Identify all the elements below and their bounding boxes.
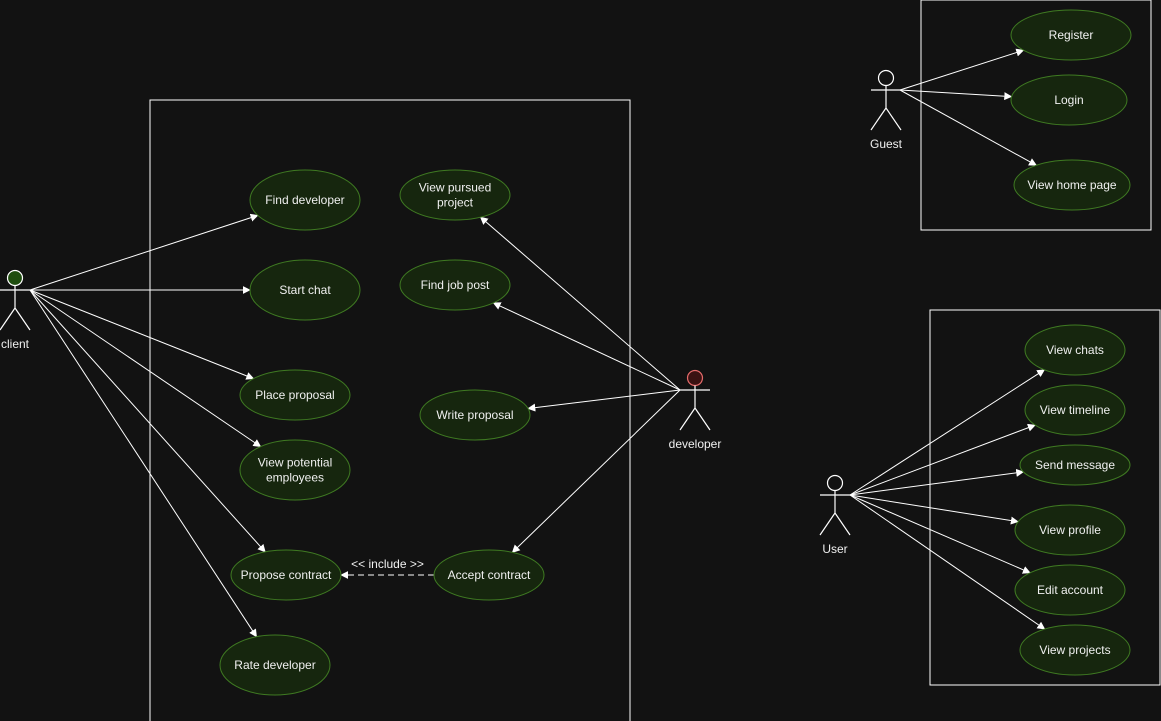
use-case-ellipse: [419, 389, 531, 441]
actor-head: [6, 269, 24, 287]
use-case-ellipse: [1024, 384, 1126, 436]
association-guest-to-register: [899, 48, 1025, 91]
association-user-to-view-chats: [849, 369, 1046, 496]
use-case-ellipse: [219, 634, 331, 696]
system-boundary-user: [929, 309, 1161, 686]
use-case-ellipse: [1024, 324, 1126, 376]
system-boundary-main: [149, 99, 631, 721]
actor-guest[interactable]: Guest: [870, 69, 903, 152]
use-case-label: Login: [1054, 93, 1083, 107]
use-case-ellipse: [399, 259, 511, 311]
association-user-to-edit-account: [849, 494, 1031, 574]
use-case-ellipse: [399, 169, 511, 221]
actor-body: [819, 490, 851, 536]
use-case-ellipse: [1013, 159, 1131, 211]
use-case-label: Write proposal: [436, 408, 513, 422]
use-case-label: View profile: [1039, 523, 1101, 537]
use-case-send-message[interactable]: Send message: [1019, 444, 1131, 486]
use-case-view-profile[interactable]: View profile: [1014, 504, 1126, 556]
use-case-view-home-page[interactable]: View home page: [1013, 159, 1131, 211]
association-user-to-send-message: [849, 468, 1025, 496]
use-case-ellipse: [1019, 444, 1131, 486]
use-case-label: View chats: [1046, 343, 1104, 357]
use-case-start-chat[interactable]: Start chat: [249, 259, 361, 321]
actor-label: Guest: [870, 137, 903, 151]
association-user-to-view-profile: [849, 494, 1019, 525]
use-case-ellipse: [1010, 9, 1132, 61]
use-case-label: Place proposal: [255, 388, 334, 402]
actor-body: [870, 85, 902, 131]
use-case-login[interactable]: Login: [1010, 74, 1128, 126]
use-case-label: View potential: [258, 456, 333, 470]
use-case-write-proposal[interactable]: Write proposal: [419, 389, 531, 441]
use-case-propose-contract[interactable]: Propose contract: [230, 549, 342, 601]
use-case-label: Rate developer: [234, 658, 315, 672]
actor-label: developer: [669, 437, 722, 451]
use-case-edit-account[interactable]: Edit account: [1014, 564, 1126, 616]
use-case-label: Register: [1049, 28, 1094, 42]
use-case-register[interactable]: Register: [1010, 9, 1132, 61]
actor-head: [826, 474, 844, 492]
relation-label-background: [349, 557, 426, 571]
use-case-find-developer[interactable]: Find developer: [249, 169, 361, 231]
association-client-to-place-proposal: [29, 289, 255, 380]
actor-body: [0, 285, 31, 331]
actor-user[interactable]: User: [819, 474, 851, 557]
actor-head: [877, 69, 895, 87]
use-case-label: project: [437, 196, 474, 210]
actor-client[interactable]: client: [0, 269, 31, 352]
actor-label: client: [1, 337, 30, 351]
use-case-ellipse: [1019, 624, 1131, 676]
use-case-view-chats[interactable]: View chats: [1024, 324, 1126, 376]
use-case-view-projects[interactable]: View projects: [1019, 624, 1131, 676]
use-case-view-timeline[interactable]: View timeline: [1024, 384, 1126, 436]
use-case-ellipse: [1010, 74, 1128, 126]
association-client-to-find-developer: [29, 213, 259, 291]
use-case-label: Edit account: [1037, 583, 1104, 597]
actor-head: [686, 369, 704, 387]
use-case-ellipse: [249, 169, 361, 231]
association-developer-to-view-pursued-project: [479, 216, 681, 391]
association-developer-to-find-job-post: [492, 302, 681, 391]
use-case-label: View projects: [1039, 643, 1110, 657]
actor-developer[interactable]: developer: [669, 369, 722, 452]
association-client-to-propose-contract: [29, 289, 266, 553]
use-case-label: View pursued: [419, 181, 492, 195]
association-guest-to-login: [899, 89, 1013, 101]
use-case-find-job-post[interactable]: Find job post: [399, 259, 511, 311]
use-case-ellipse: [249, 259, 361, 321]
association-guest-to-view-home-page: [899, 89, 1038, 166]
use-case-label: View timeline: [1040, 403, 1111, 417]
system-boundary-guest: [920, 0, 1152, 231]
use-case-label: employees: [266, 471, 324, 485]
use-case-ellipse: [239, 439, 351, 501]
use-case-label: Send message: [1035, 458, 1115, 472]
use-case-ellipse: [1014, 564, 1126, 616]
use-case-label: Propose contract: [241, 568, 332, 582]
association-developer-to-write-proposal: [527, 389, 681, 412]
relation-label: << include >>: [351, 557, 424, 571]
actor-body: [679, 385, 711, 431]
association-client-to-view-potential-employees: [29, 289, 262, 448]
use-case-ellipse: [230, 549, 342, 601]
actor-label: User: [822, 542, 847, 556]
association-user-to-view-projects: [849, 494, 1046, 630]
use-case-label: Find developer: [265, 193, 344, 207]
use-case-label: Accept contract: [448, 568, 531, 582]
use-case-place-proposal[interactable]: Place proposal: [239, 369, 351, 421]
use-case-ellipse: [239, 369, 351, 421]
use-case-accept-contract[interactable]: Accept contract: [433, 549, 545, 601]
use-case-ellipse: [1014, 504, 1126, 556]
use-case-rate-developer[interactable]: Rate developer: [219, 634, 331, 696]
association-developer-to-accept-contract: [511, 389, 681, 553]
use-case-label: View home page: [1027, 178, 1117, 192]
association-client-to-rate-developer: [29, 289, 257, 638]
use-case-ellipse: [433, 549, 545, 601]
use-case-label: Start chat: [279, 283, 331, 297]
association-user-to-view-timeline: [849, 423, 1036, 496]
use-case-label: Find job post: [421, 278, 490, 292]
